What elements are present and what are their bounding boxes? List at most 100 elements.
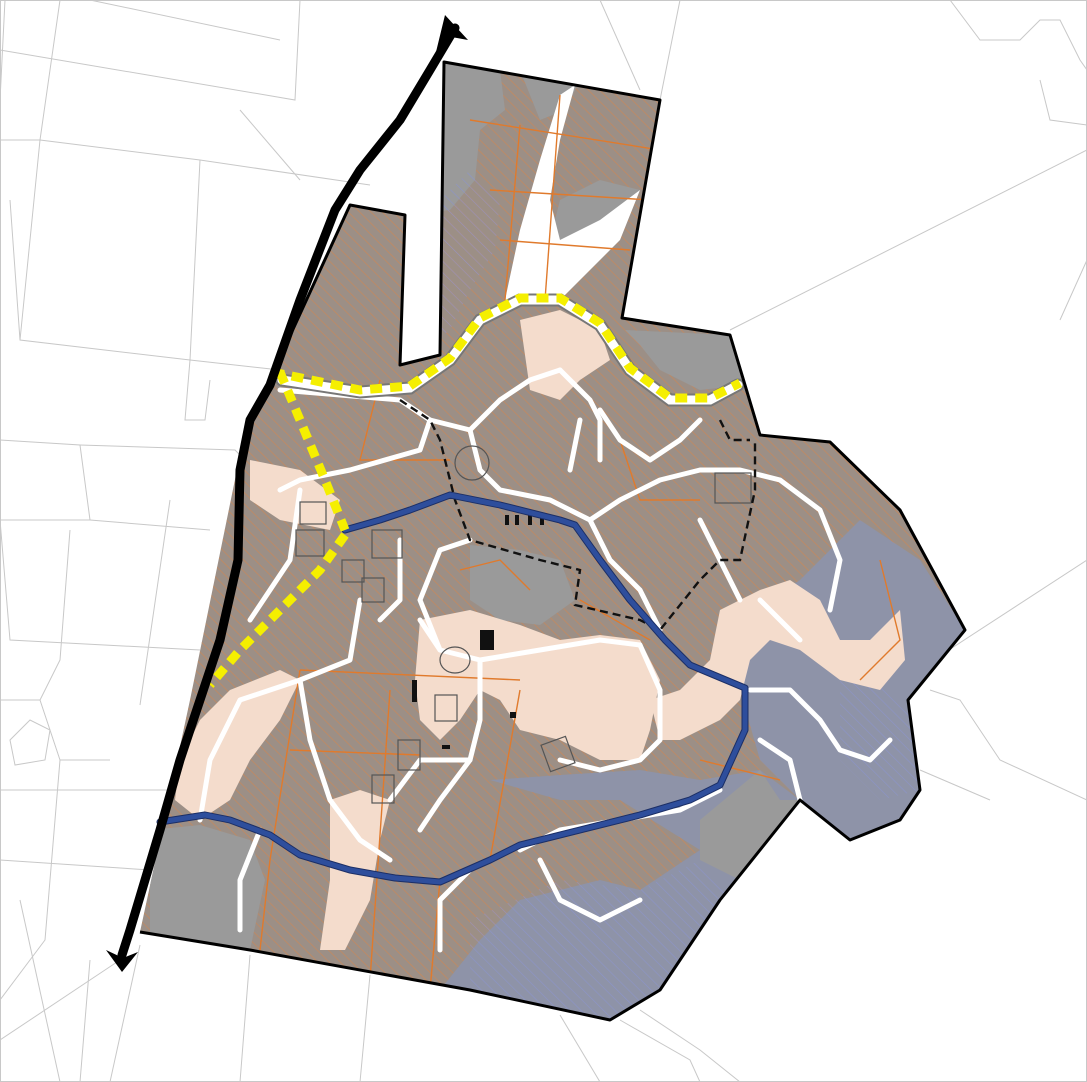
local-road (587, 467, 843, 613)
parcel-line (639, 1009, 741, 1082)
roundabout (454, 445, 490, 481)
dark-building (505, 515, 509, 525)
lot-line (579, 599, 651, 641)
local-road (247, 487, 303, 623)
parcel-line (599, 0, 641, 91)
parcel-line (619, 1019, 701, 1082)
dark-building-marks (412, 515, 544, 749)
lot-line (269, 669, 301, 861)
site-boundary (139, 60, 967, 1022)
lot-line (544, 94, 561, 301)
lot-line (469, 119, 661, 151)
parcel-line (949, 0, 1087, 71)
parcel-line (1039, 79, 1087, 126)
lot-line (489, 189, 651, 201)
dark-building (480, 630, 494, 650)
grey-open-space-area (625, 330, 745, 390)
creek-white-area (505, 85, 640, 300)
building-footprint (341, 559, 365, 583)
arrow-head-north (436, 15, 468, 52)
parcel-line (239, 954, 251, 1082)
lot-line (299, 669, 521, 681)
parcel-line (0, 439, 91, 521)
local-road (697, 517, 743, 603)
parcel-line (239, 109, 301, 181)
local-road (467, 427, 593, 523)
local-road (597, 407, 703, 463)
parcel-line (929, 689, 1087, 801)
building-footprint (540, 735, 576, 773)
parcel-line (559, 1014, 601, 1082)
parcel-line (0, 959, 121, 1041)
lot-line (359, 379, 450, 461)
lot-line (504, 124, 521, 301)
blue-hatch-area (470, 860, 740, 1020)
dashed-precinct-boundary (718, 419, 750, 442)
arrow-head-south (106, 950, 138, 972)
grey-open-space-area (150, 825, 265, 950)
parcel-line (359, 974, 371, 1082)
light-open-space-corridor (650, 580, 905, 740)
parcel-line (89, 0, 281, 41)
local-road (197, 597, 363, 823)
building-footprint (397, 739, 421, 771)
local-road (297, 677, 393, 863)
local-road (757, 597, 803, 643)
lot-lines (259, 94, 901, 991)
local-road (277, 417, 433, 493)
local-road (757, 737, 803, 803)
road-network (197, 367, 893, 953)
lot-line (369, 689, 391, 981)
parcel-line (19, 139, 41, 341)
local-road (537, 857, 643, 923)
local-road (587, 517, 663, 633)
black-arrow-corridor (117, 23, 460, 960)
yellow-dashed-link (206, 532, 349, 688)
dark-building (515, 515, 519, 525)
dark-building (528, 515, 532, 525)
grey-open-space-area (700, 770, 800, 880)
local-road (567, 417, 583, 473)
building-footprint (434, 694, 458, 722)
lot-line (259, 859, 271, 951)
dashed-precinct-boundary (399, 399, 757, 632)
parcel-line (184, 159, 211, 421)
building-footprints (295, 445, 752, 804)
local-road (437, 867, 473, 953)
parcel-line (19, 899, 61, 1082)
local-road (417, 537, 473, 653)
lot-line (619, 439, 700, 501)
building-footprint (714, 472, 752, 504)
roundabout (439, 646, 471, 674)
parcel-line (0, 0, 301, 101)
building-footprint (295, 529, 325, 557)
blue-route-line (157, 492, 748, 885)
blue-route (156, 491, 749, 886)
parcel-line (0, 759, 61, 1001)
dark-building (442, 745, 450, 749)
light-open-space-corridor (250, 460, 340, 530)
grey-open-space-area (470, 545, 575, 625)
local-road (747, 687, 893, 763)
parcel-line (39, 139, 371, 186)
local-road (557, 642, 663, 773)
yellow-dashed-link (275, 370, 350, 532)
building-footprint (371, 529, 403, 559)
parcel-line (0, 519, 201, 651)
parcel-line (0, 859, 151, 871)
parcel-line (109, 944, 141, 1082)
parcel-line (1059, 259, 1087, 321)
dark-building (412, 680, 417, 702)
parcel-line (0, 0, 61, 141)
yellow-dashed-northern-route (271, 293, 743, 403)
yellow-dashed-route (206, 293, 743, 688)
lot-line (489, 689, 521, 861)
dark-building (510, 712, 516, 718)
parcel-line (729, 149, 1087, 331)
parcel-line (9, 199, 281, 371)
local-road (557, 367, 603, 463)
light-open-space-corridor (415, 610, 660, 760)
